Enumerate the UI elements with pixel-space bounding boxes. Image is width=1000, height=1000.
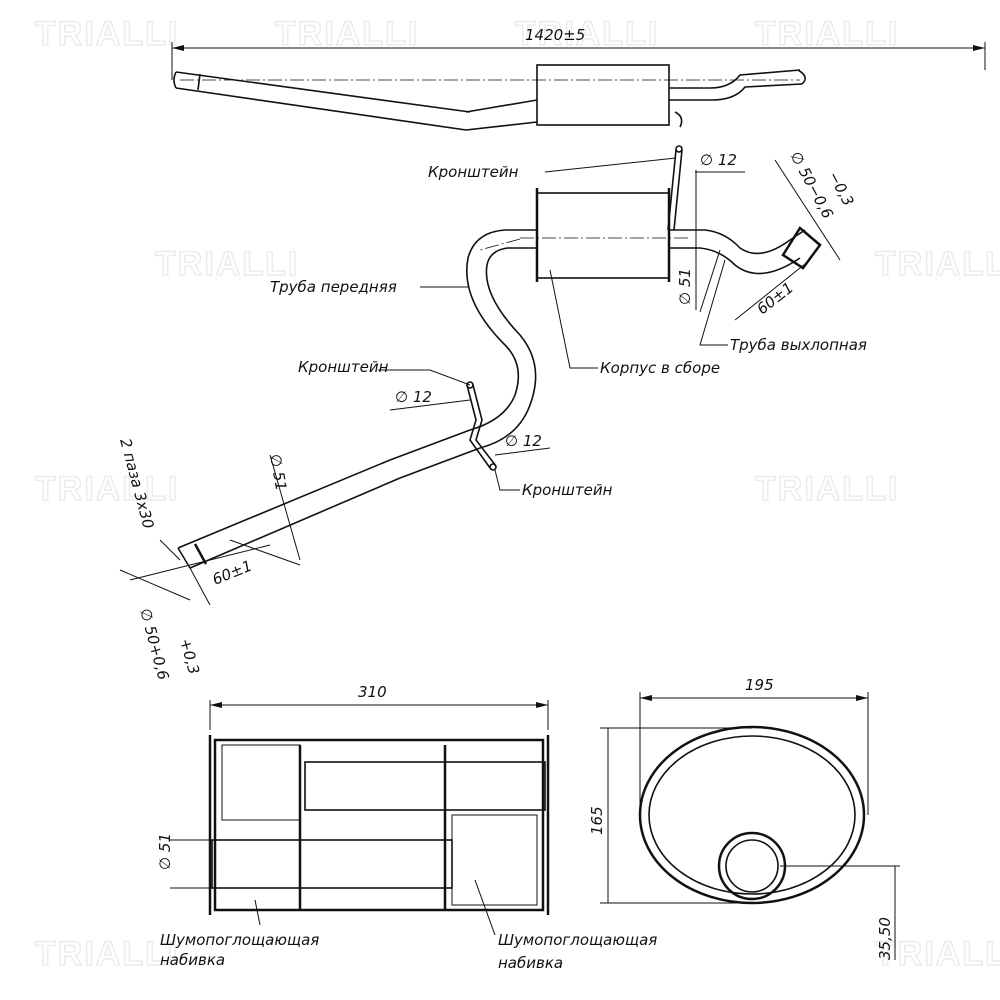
watermark: TRIALLI [35, 470, 179, 508]
watermark-layer: TRIALLI TRIALLI TRIALLI TRIALLI TRIALLI … [34, 14, 1000, 974]
dim-muffler-height: 165 [588, 806, 606, 835]
dim-60-front: 60±1 [210, 557, 255, 589]
label-absorber-left-2: набивка [160, 951, 225, 969]
label-absorber-right-2: набивка [498, 954, 563, 972]
label-absorber-right: Шумопоглощающая [498, 931, 657, 949]
dim-muffler-width: 195 [745, 676, 774, 694]
label-front-pipe: Труба передняя [270, 278, 397, 296]
watermark: TRIALLI [155, 245, 299, 283]
end-view: 195 165 35,50 [588, 676, 900, 960]
overall-length-dimension: 1420±5 [525, 26, 585, 44]
annotations: Кронштейн ∅ 12 ∅ 50−0,6 −0,3 ∅ 51 60±1 Т… [116, 148, 867, 681]
dim-d51-rear: ∅ 51 [676, 268, 694, 305]
perforated-tube-lower [211, 839, 453, 889]
dim-outlet-offset: 35,50 [876, 917, 894, 960]
watermark: TRIALLI [875, 245, 1000, 283]
watermark: TRIALLI [35, 935, 179, 973]
watermark: TRIALLI [515, 15, 659, 53]
label-absorber-left: Шумопоглощающая [160, 931, 319, 949]
main-view [177, 145, 822, 569]
absorber-left [221, 744, 301, 821]
watermark: TRIALLI [755, 15, 899, 53]
watermark: TRIALLI [35, 15, 179, 53]
muffler-body [536, 192, 670, 279]
watermark: TRIALLI [755, 470, 899, 508]
watermark: TRIALLI [275, 15, 419, 53]
dim-d50-front-tolerance: +0,3 [176, 636, 203, 676]
perforated-tube-upper [304, 761, 546, 811]
dim-d12-top: ∅ 12 [700, 151, 737, 169]
absorber-right [451, 814, 538, 906]
label-exhaust-pipe: Труба выхлопная [730, 336, 867, 354]
dim-60-rear: 60±1 [753, 279, 797, 319]
label-body-assembly: Корпус в сборе [600, 359, 720, 377]
top-view: 1420±5 [171, 26, 986, 131]
label-bracket-mid: Кронштейн [298, 358, 389, 376]
dim-d12-low: ∅ 12 [505, 432, 542, 450]
section-view: 310 ∅ 51 Шумопоглощающая набивка Шумопог… [156, 683, 657, 972]
label-bracket-low: Кронштейн [522, 481, 613, 499]
dim-d12-mid: ∅ 12 [395, 388, 432, 406]
dim-muffler-length: 310 [358, 683, 387, 701]
dim-d51-front: ∅ 51 [266, 453, 290, 492]
dim-d51-section: ∅ 51 [156, 833, 174, 870]
label-bracket-top: Кронштейн [428, 163, 519, 181]
dim-d50-front: ∅ 50+0,6 [136, 606, 172, 682]
